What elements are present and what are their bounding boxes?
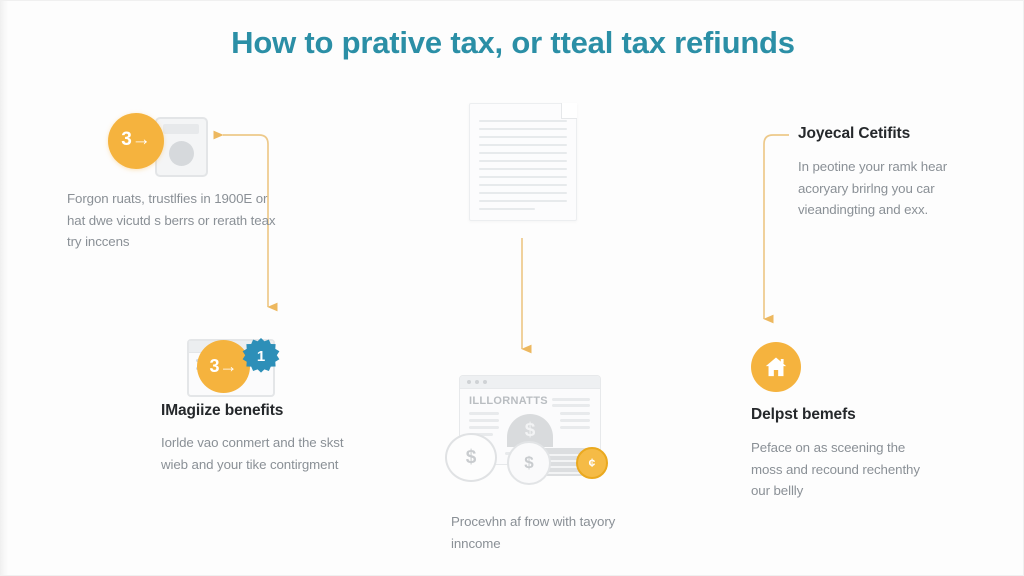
right-bottom-body: Peface on as sceening the moss and recou… bbox=[751, 440, 920, 499]
dollar-bubble-icon: $ bbox=[445, 433, 497, 482]
cash-stack-line bbox=[525, 466, 597, 468]
browser-line bbox=[552, 404, 590, 407]
left-bottom-body: Iorlde vao conmert and the skst wieb and… bbox=[161, 435, 344, 472]
left-bottom-heading: IMagiize benefits bbox=[161, 402, 284, 419]
money-arch-icon: $ bbox=[507, 414, 553, 447]
document-line bbox=[479, 128, 567, 130]
document-line bbox=[479, 192, 567, 194]
center-caption: Procevhn af frow with tayory inncome bbox=[451, 514, 616, 551]
browser-dot bbox=[483, 380, 487, 384]
left-top-block: 3→ Forgon ruats, trustlfies in 1900E or … bbox=[67, 106, 282, 253]
document-line bbox=[479, 120, 567, 122]
home-icon-circle bbox=[751, 342, 801, 392]
document-line bbox=[479, 184, 567, 186]
home-icon bbox=[765, 357, 787, 377]
browser-line bbox=[552, 398, 590, 401]
browser-line bbox=[560, 412, 590, 415]
step-badge-icon: 3→ bbox=[108, 113, 164, 169]
document-line bbox=[479, 208, 535, 210]
cash-stack-line bbox=[525, 454, 597, 456]
step-badge-number: 3 bbox=[121, 129, 132, 150]
gold-coin-icon: ¢ bbox=[576, 447, 608, 479]
right-bottom-block: Delpst bemefs Peface on as sceening the … bbox=[751, 342, 936, 502]
appliance-icon bbox=[155, 117, 208, 177]
arrow-right-icon: → bbox=[219, 356, 238, 376]
browser-dot bbox=[475, 380, 479, 384]
step-badge-number: 3 bbox=[209, 356, 220, 376]
cash-stack-line bbox=[525, 460, 597, 462]
right-top-body: In peotine your ramk hear acoryary brirl… bbox=[798, 159, 948, 218]
document-line bbox=[479, 144, 567, 146]
browser-line bbox=[469, 426, 499, 429]
finance-illustration: ILLLORNATTS $ $ $ ¢ bbox=[443, 373, 623, 495]
right-top-block: Joyecal Cetifits In peotine your ramk he… bbox=[798, 125, 973, 221]
cash-stack-line bbox=[525, 472, 597, 474]
browser-line bbox=[560, 426, 590, 429]
appliance-dial bbox=[169, 141, 194, 166]
left-bottom-icon-group: 3→ 1 bbox=[161, 337, 361, 397]
page-title: How to prative tax, or tteal tax refiund… bbox=[231, 25, 795, 60]
browser-line bbox=[469, 412, 499, 415]
browser-line bbox=[560, 419, 590, 422]
starburst-badge-number: 1 bbox=[256, 347, 266, 365]
right-top-heading: Joyecal Cetifits bbox=[798, 125, 911, 142]
document-line bbox=[479, 136, 567, 138]
document-line bbox=[479, 160, 567, 162]
document-line bbox=[479, 176, 567, 178]
document-line bbox=[479, 152, 567, 154]
arrow-right-icon: → bbox=[131, 129, 151, 150]
silver-coin-icon: $ bbox=[507, 441, 551, 485]
browser-headline: ILLLORNATTS bbox=[469, 395, 548, 407]
right-bottom-heading: Delpst bemefs bbox=[751, 406, 856, 423]
left-top-icon-group: 3→ bbox=[67, 106, 282, 180]
step-badge-icon: 3→ bbox=[197, 340, 250, 393]
appliance-panel bbox=[163, 124, 199, 134]
browser-line bbox=[469, 419, 499, 422]
browser-titlebar bbox=[460, 376, 600, 389]
document-line bbox=[479, 200, 567, 202]
dollar-sign-icon: $ bbox=[524, 420, 536, 441]
document-fold-corner bbox=[561, 103, 577, 119]
browser-dot bbox=[467, 380, 471, 384]
starburst-shape-icon bbox=[242, 338, 280, 373]
starburst-badge-icon: 1 bbox=[242, 337, 280, 375]
document-line bbox=[479, 168, 567, 170]
left-top-body: Forgon ruats, trustlfies in 1900E or hat… bbox=[67, 191, 276, 250]
document-icon bbox=[469, 103, 577, 221]
left-bottom-block: 3→ 1 IMagiize benefits Iorlde vao conmer… bbox=[161, 337, 361, 475]
